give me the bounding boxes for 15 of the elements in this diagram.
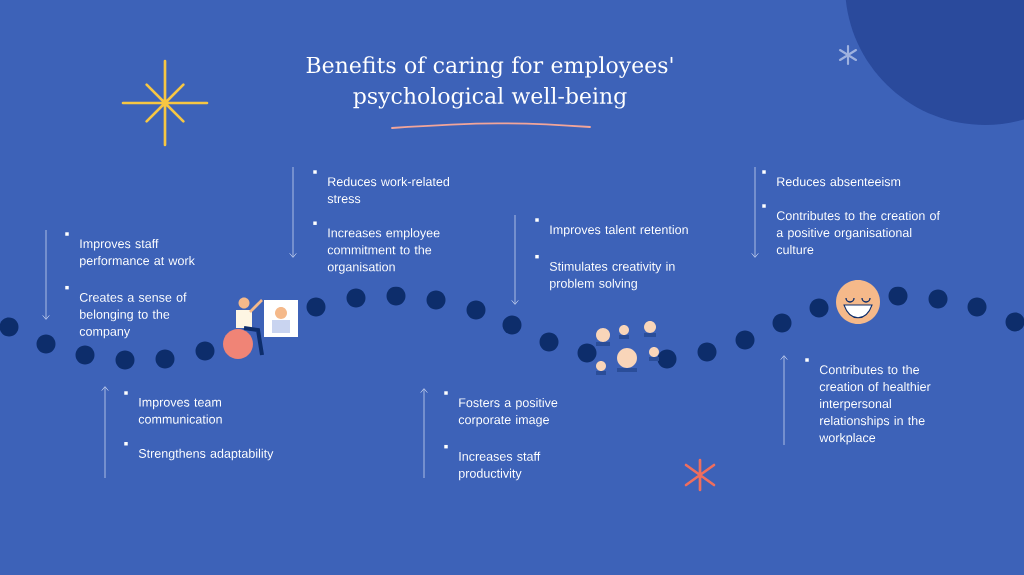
arrow — [751, 166, 759, 258]
bullet-list: Improves staff performance at work Creates a sense of belonging to the company — [65, 232, 195, 339]
arrow — [42, 229, 50, 320]
arrow — [780, 355, 788, 446]
bullet-list: Fosters a positive corporate image Increases staff productivity — [444, 391, 558, 481]
arrow — [289, 166, 297, 258]
bullet-list: Improves talent retention Stimulates creativity in problem solving — [535, 218, 688, 291]
title: Benefits of caring for employees' psychological well-being — [306, 56, 673, 109]
arrow — [101, 386, 109, 479]
bullet-list: Reduces work-related stress Increases employee commitment to the organisation — [313, 170, 450, 274]
bullet-list: Contributes to the creation of healthier interpersonal relationships in the workplace — [805, 358, 931, 445]
arrow — [420, 388, 428, 479]
arrow — [511, 214, 519, 305]
bullet-list: Improves team communication Strengthens adaptability — [124, 391, 274, 461]
bullet-list: Reduces absenteeism Contributes to the creation of a positive organisational culture — [762, 170, 940, 255]
